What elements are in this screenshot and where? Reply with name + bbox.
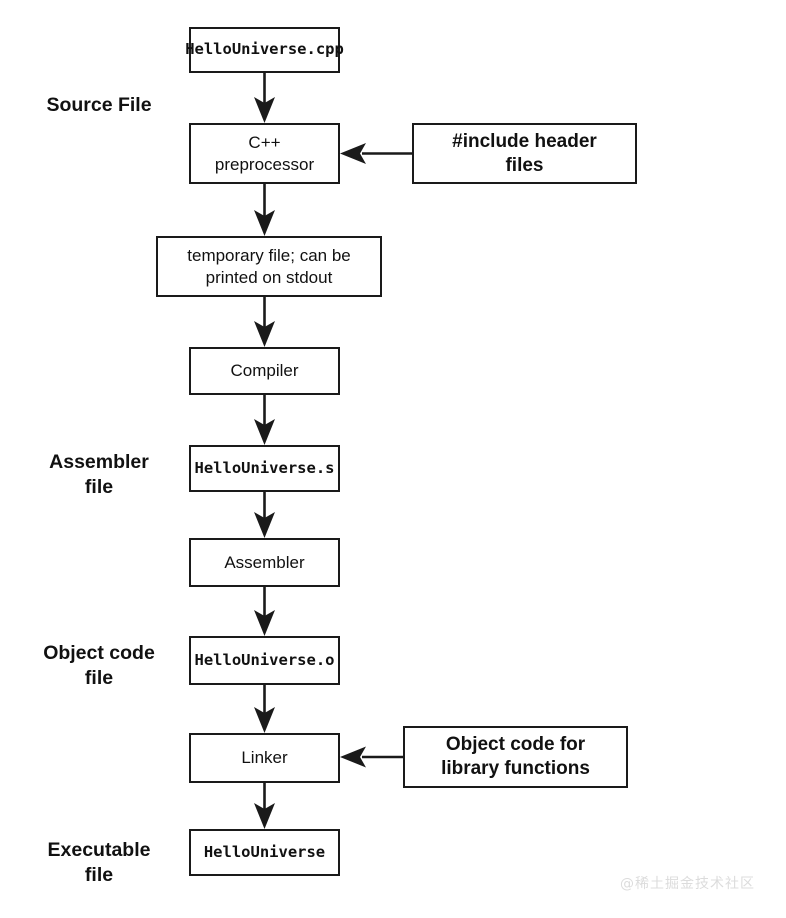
arrow-temporary-file-to-compiler [254, 297, 275, 347]
node-temporary-file[interactable]: temporary file; can be printed on stdout [156, 236, 382, 297]
stage-label-assembler-file: Assembler file [49, 451, 149, 499]
node-compiler[interactable]: Compiler [189, 347, 340, 395]
arrow-source-to-preprocessor [254, 73, 275, 123]
node-include-headers[interactable]: #include header files [412, 123, 637, 184]
arrow-assembly-file-to-assembler [254, 492, 275, 538]
node-assembler[interactable]: Assembler [189, 538, 340, 587]
watermark: @稀土掘金技术社区 [620, 876, 755, 892]
node-compiler-label: Compiler [230, 361, 299, 381]
node-source-cpp-label: HelloUniverse.cpp [185, 40, 344, 59]
node-linker-label: Linker [241, 748, 288, 768]
arrow-library-object-to-linker [340, 746, 403, 768]
node-executable[interactable]: HelloUniverse [189, 829, 340, 876]
arrow-object-file-to-linker [254, 685, 275, 733]
node-preprocessor-label: C++ preprocessor [214, 133, 315, 174]
stage-label-source-file: Source File [46, 94, 152, 116]
arrow-linker-to-executable [254, 783, 275, 829]
stage-label-object-code-file: Object code file [43, 642, 155, 690]
node-executable-label: HelloUniverse [203, 842, 326, 861]
stage-label-executable-file: Executable file [47, 839, 151, 887]
node-source-cpp[interactable]: HelloUniverse.cpp [185, 27, 344, 73]
node-library-object[interactable]: Object code for library functions [403, 726, 628, 788]
arrow-include-headers-to-preprocessor [340, 143, 412, 164]
arrow-compiler-to-assembly-file [254, 395, 275, 445]
node-object-file-label: HelloUniverse.o [194, 650, 335, 669]
node-assembly-file-label: HelloUniverse.s [194, 458, 335, 477]
arrow-assembler-to-object-file [254, 587, 275, 636]
node-object-file[interactable]: HelloUniverse.o [189, 636, 340, 685]
node-assembler-label: Assembler [224, 552, 305, 572]
node-preprocessor[interactable]: C++ preprocessor [189, 123, 340, 184]
node-linker[interactable]: Linker [189, 733, 340, 783]
node-temporary-file-label: temporary file; can be printed on stdout [187, 246, 351, 287]
arrow-preprocessor-to-temporary-file [254, 184, 275, 236]
node-library-object-label: Object code for library functions [441, 734, 590, 779]
node-include-headers-label: #include header files [452, 130, 597, 176]
node-assembly-file[interactable]: HelloUniverse.s [189, 445, 340, 492]
